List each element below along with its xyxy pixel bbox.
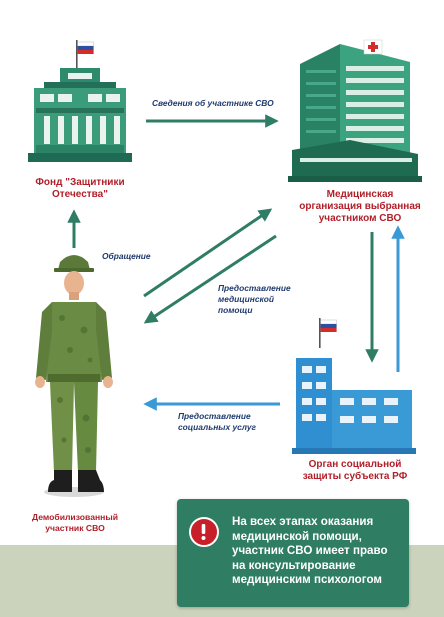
fund-label: Фонд "Защитники Отечества" xyxy=(20,177,140,201)
flow-info-label: Сведения об участнике СВО xyxy=(152,98,274,109)
notice-line: медицинской помощи, xyxy=(232,529,362,543)
soldier-icon xyxy=(35,255,113,497)
fund-label-line: Фонд "Защитники xyxy=(35,177,125,188)
medical-label-line: участником СВО xyxy=(318,213,402,224)
veteran-label: Демобилизованный участник СВО xyxy=(20,512,130,534)
veteran-label-line: Демобилизованный xyxy=(32,512,118,522)
fund-label-line: Отечества" xyxy=(51,189,108,200)
social-label: Орган социальной защиты субъекта РФ xyxy=(290,459,420,483)
arrow-medical-to-veteran xyxy=(143,234,277,324)
notice-text: На всех этапах оказания медицинской помо… xyxy=(232,515,388,588)
notice-line: На всех этапах оказания xyxy=(232,515,374,528)
flow-social-services-line: Предоставление xyxy=(178,411,251,421)
flow-medical-help-line: Предоставление xyxy=(218,283,291,293)
flow-medical-help-line: медицинской xyxy=(218,294,274,304)
notice-line: участник СВО имеет право xyxy=(232,544,388,558)
social-building-icon xyxy=(292,318,416,454)
notice-box: На всех этапах оказания медицинской помо… xyxy=(177,499,409,607)
medical-label: Медицинская организация выбранная участн… xyxy=(290,189,430,225)
flow-appeal-label: Обращение xyxy=(102,251,151,262)
flow-social-services-label: Предоставление социальных услуг xyxy=(178,411,256,433)
flow-appeal-line: Обращение xyxy=(102,251,151,261)
arrow-veteran-to-medical xyxy=(143,208,273,298)
hospital-building-icon xyxy=(288,39,422,182)
notice-line: медицинским психологом xyxy=(232,573,382,587)
flow-medical-help-line: помощи xyxy=(218,305,253,315)
social-label-line: Орган социальной xyxy=(308,459,402,470)
notice-line: на консультирование xyxy=(232,558,356,572)
veteran-label-line: участник СВО xyxy=(45,523,105,533)
flow-info-line: Сведения об участнике СВО xyxy=(152,98,274,108)
fund-building-icon xyxy=(28,40,132,162)
exclamation-icon xyxy=(189,517,219,547)
medical-label-line: организация выбранная xyxy=(299,201,421,212)
medical-label-line: Медицинская xyxy=(326,189,394,200)
social-label-line: защиты субъекта РФ xyxy=(302,471,408,482)
flow-social-services-line: социальных услуг xyxy=(178,422,256,432)
flow-medical-help-label: Предоставление медицинской помощи xyxy=(218,283,291,316)
